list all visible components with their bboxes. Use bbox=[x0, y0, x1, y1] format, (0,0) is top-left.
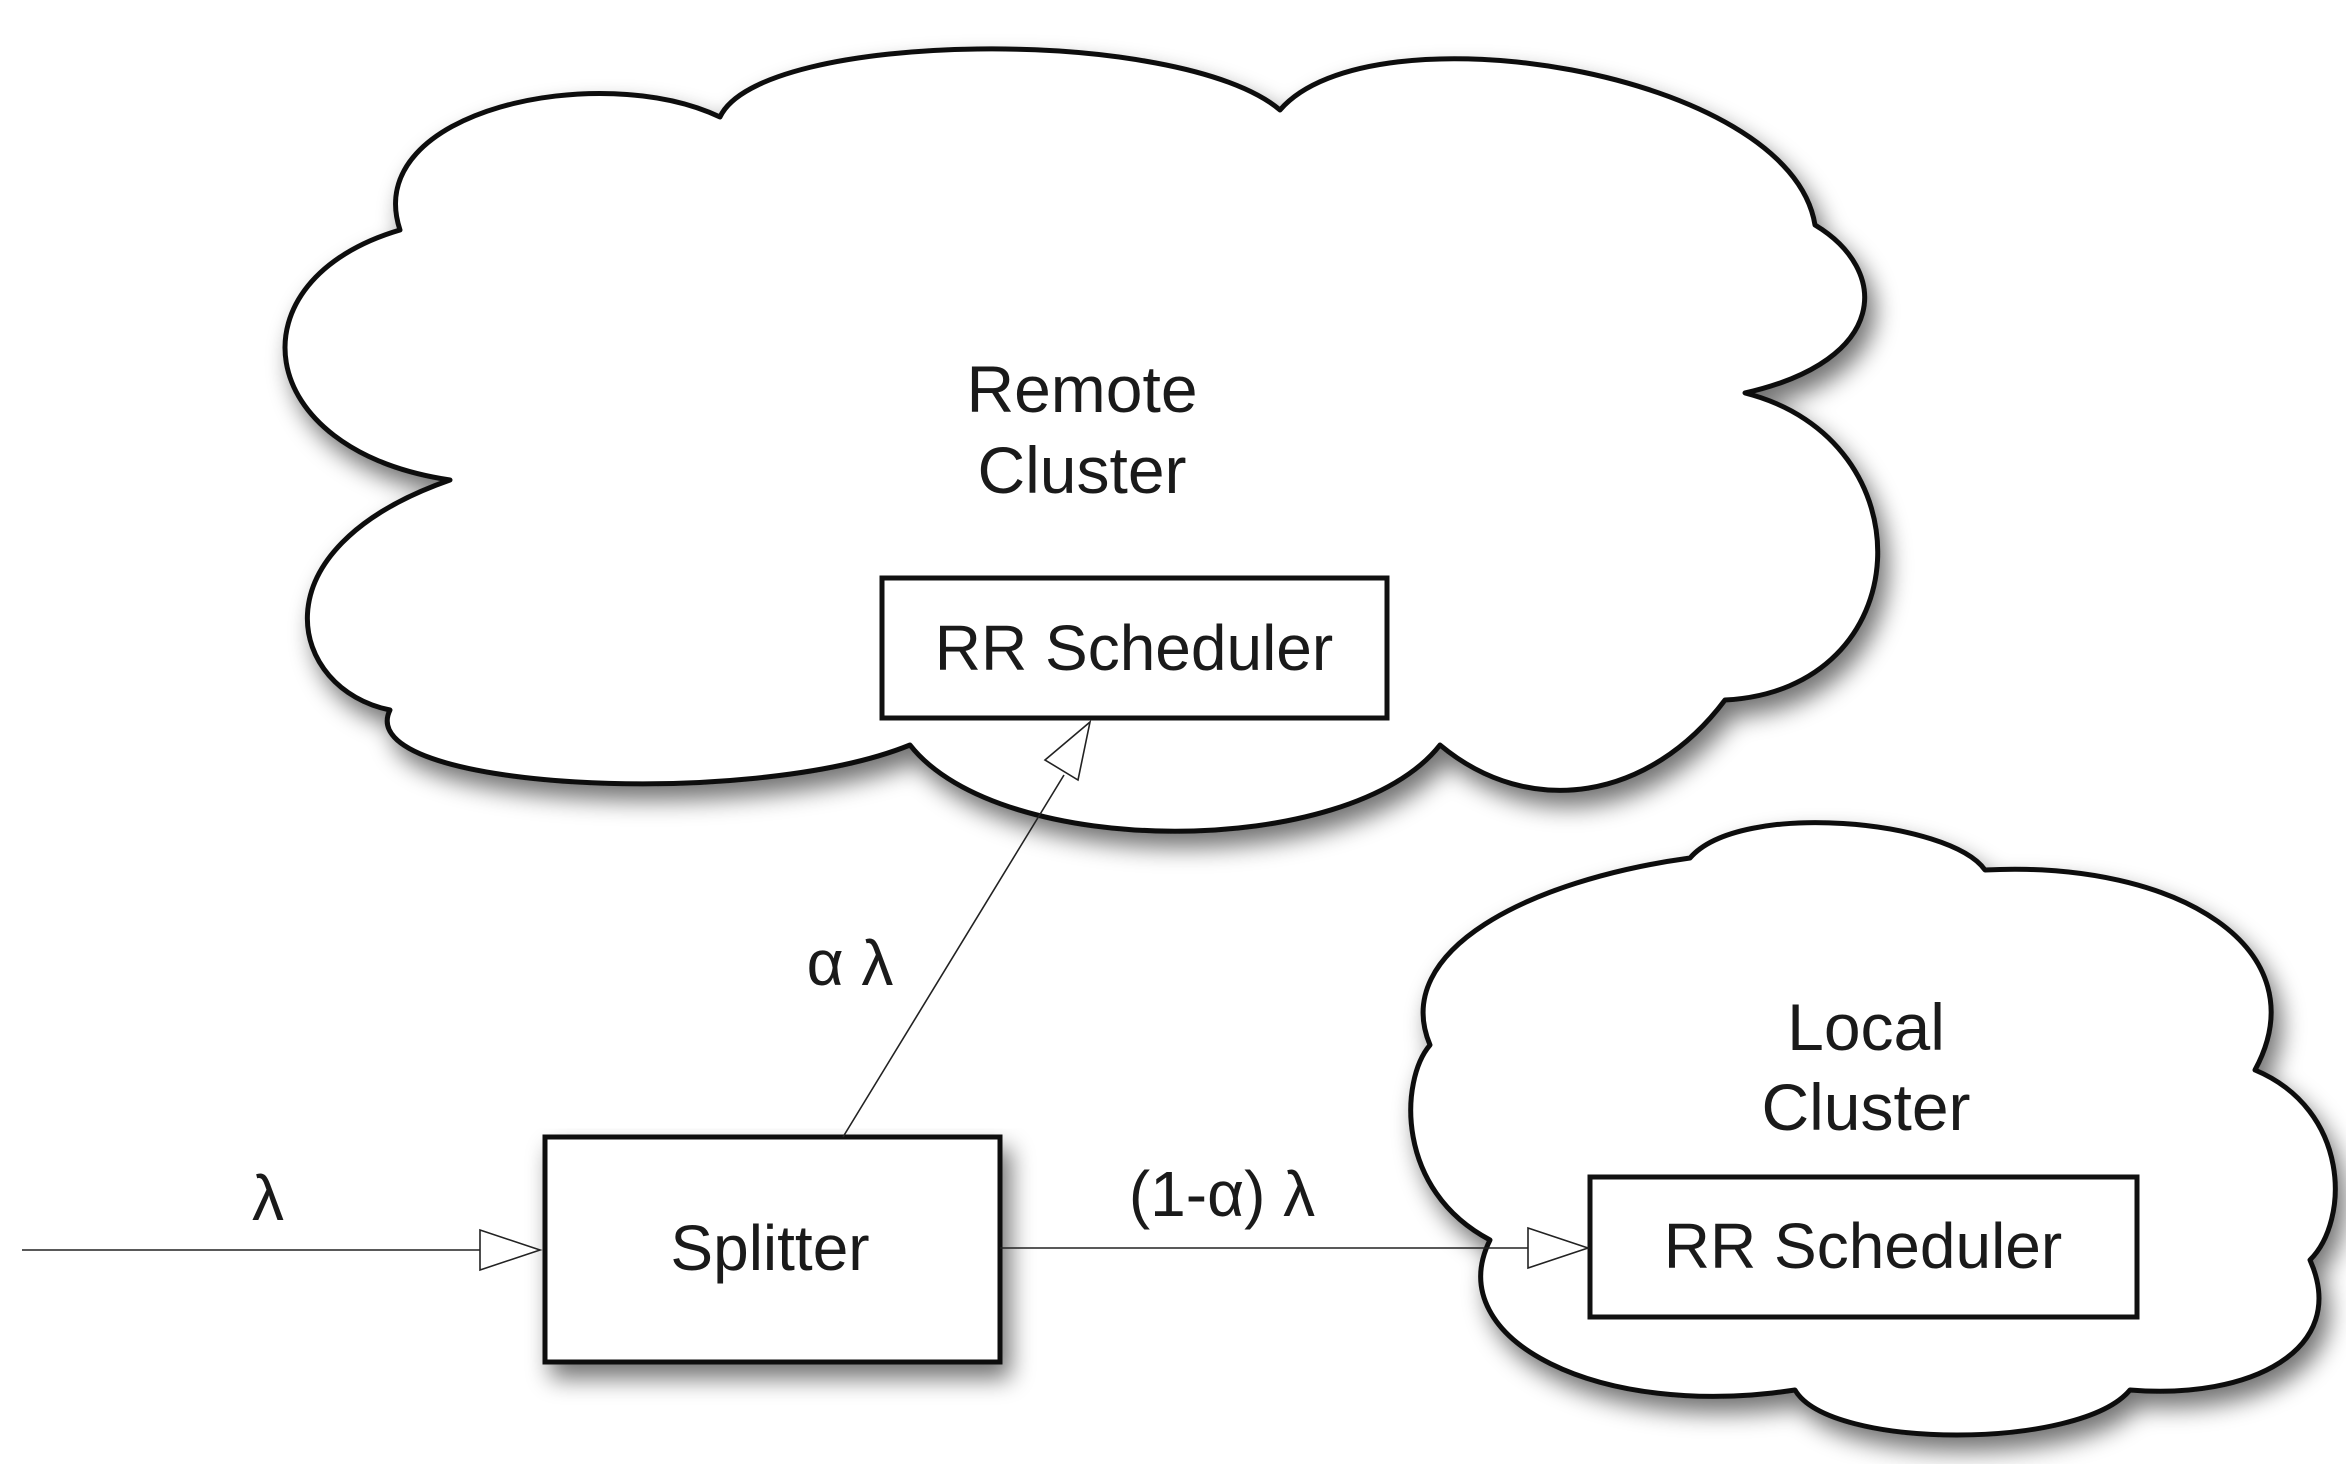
local-arrow-head bbox=[1527, 1226, 1591, 1270]
remote-cloud-shape bbox=[282, 46, 1881, 834]
local-scheduler-rect bbox=[1587, 1174, 2140, 1320]
remote-rate-label: α λ bbox=[807, 927, 894, 999]
remote-scheduler-rect bbox=[879, 575, 1390, 721]
input-arrow: λ bbox=[22, 1162, 543, 1272]
local-cluster-label-line1: Local bbox=[1787, 990, 1945, 1064]
local-rate-label: (1-α) λ bbox=[1129, 1158, 1315, 1230]
remote-cluster: Remote Cluster RR Scheduler bbox=[282, 46, 1881, 834]
remote-arrow-head bbox=[1043, 719, 1092, 782]
remote-rr-scheduler-box: RR Scheduler bbox=[879, 575, 1390, 721]
local-cluster: Local Cluster RR Scheduler bbox=[1408, 820, 2338, 1438]
remote-cluster-label-line2: Cluster bbox=[977, 433, 1186, 507]
local-rr-scheduler-box: RR Scheduler bbox=[1587, 1174, 2140, 1320]
local-scheduler-label: RR Scheduler bbox=[1664, 1210, 2062, 1282]
splitter-rect bbox=[542, 1134, 1003, 1365]
remote-arrow-line bbox=[842, 774, 1065, 1138]
input-rate-label: λ bbox=[252, 1162, 284, 1234]
remote-cluster-label-line1: Remote bbox=[966, 352, 1197, 426]
local-cluster-label-line2: Cluster bbox=[1761, 1070, 1970, 1144]
splitter-label: Splitter bbox=[670, 1212, 869, 1284]
remote-scheduler-label: RR Scheduler bbox=[935, 612, 1333, 684]
remote-arrow: α λ bbox=[807, 719, 1092, 1138]
input-arrow-head bbox=[479, 1228, 543, 1272]
local-arrow: (1-α) λ bbox=[1000, 1158, 1591, 1270]
splitter: Splitter bbox=[542, 1134, 1003, 1365]
